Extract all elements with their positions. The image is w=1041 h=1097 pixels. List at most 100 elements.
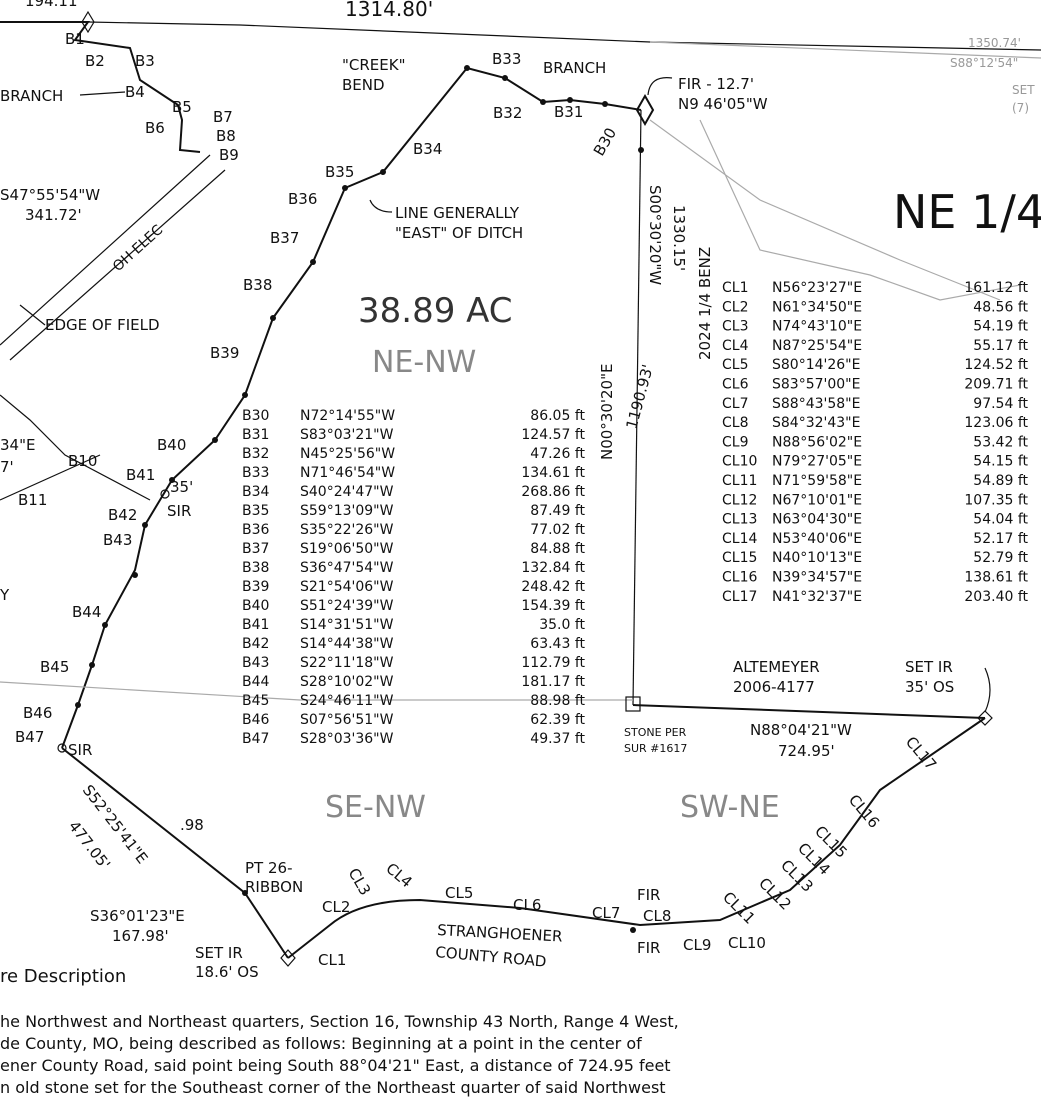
point-label: B9 [219,146,239,164]
set-ir-south-offset-label: 18.6' OS [195,963,259,981]
table-row-id: B32 [242,446,269,462]
boundary-point-dot [567,97,573,103]
set-ir-offset-label: 35' OS [905,678,954,696]
table-row-id: CL3 [722,319,748,335]
table-row-bearing: S21°54'06"W [300,579,394,595]
road-centerline-label: CL3 [345,865,375,899]
table-row-distance: 63.43 ft [530,636,585,652]
table-row-id: B44 [242,674,270,690]
point-label: B36 [288,190,317,208]
quadrant-ne-nw: NE-NW [372,345,476,380]
table-row-distance: 123.06 ft [964,415,1028,431]
fir-label-road-south: FIR [637,939,660,957]
sir-label: SIR [167,502,191,520]
stone-survey-label: SUR #1617 [624,742,687,755]
table-row-bearing: S36°47'54"W [300,560,394,576]
left-fragment: Y [0,586,10,604]
fir-label: FIR - 12.7' [678,75,754,93]
table-row-bearing: N72°14'55"W [300,408,395,424]
table-row-bearing: S07°56'51"W [300,712,394,728]
table-row-bearing: S83°03'21"W [300,427,394,443]
table-row-id: B46 [242,712,270,728]
table-row-id: CL10 [722,454,757,470]
south-distance-label: 724.95' [778,742,835,760]
south-line [632,704,986,719]
edge-of-field-label: EDGE OF FIELD [45,316,160,334]
table-row-id: B30 [242,408,269,424]
table-row-bearing: S40°24'47"W [300,484,394,500]
point-label: B4 [125,83,145,101]
south-bearing-label: N88°04'21"W [750,721,852,739]
boundary-point-dot [464,65,470,71]
vertical-distance-label: 1330.15' [670,205,688,271]
fir-leader [647,77,673,96]
point-label-b11: B11 [18,491,47,509]
table-row-bearing: S80°14'26"E [772,357,860,373]
table-row-distance: 248.42 ft [521,579,585,595]
table-row-distance: 132.84 ft [521,560,585,576]
table-row-bearing: N71°59'58"E [772,473,862,489]
table-row-bearing: S51°24'39"W [300,598,394,614]
table-row-distance: 138.61 ft [964,570,1028,586]
edge-of-field-leader [19,304,46,326]
creek-bend-label: "CREEK" [342,56,406,74]
point-label: B7 [213,108,233,126]
table-row-distance: 107.35 ft [964,492,1028,508]
boundary-creek [61,66,642,749]
sir-label-2: SIR [68,741,92,759]
table-row-id: B41 [242,617,269,633]
fir-marker [635,93,655,127]
road-centerline-label: CL9 [683,936,711,954]
table-row-distance: 47.26 ft [530,446,585,462]
description-line-4: n old stone set for the Southeast corner… [0,1078,666,1097]
table-row-id: B34 [242,484,270,500]
table-row-id: CL5 [722,357,748,373]
altemeyer-doc-label: 2006-4177 [733,678,815,696]
point-label: B39 [210,344,239,362]
table-row-bearing: S14°31'51"W [300,617,394,633]
road-centerline-label: CL10 [728,934,766,952]
point-label-b10: B10 [68,452,97,470]
table-row-distance: 54.19 ft [973,319,1028,335]
inner-bearing-label: N00°30'20"E [598,364,616,460]
road-centerline [287,717,986,959]
table-row-id: CL2 [722,299,748,315]
acreage-label: 38.89 AC [358,291,513,331]
small-note-label: .98 [180,816,204,834]
table-row-bearing: S24°46'11"W [300,693,394,709]
point-label: B33 [492,50,521,68]
table-row-id: B40 [242,598,269,614]
set-sub-label: (7) [1012,101,1029,115]
quadrant-se-nw: SE-NW [325,790,426,825]
boundary-points [75,65,644,933]
table-row-id: B31 [242,427,269,443]
table-row-bearing: N56°23'27"E [772,280,862,296]
point-label: B40 [157,436,186,454]
section-label: NE 1/4 [893,185,1041,239]
point-label: B44 [72,603,101,621]
table-row-bearing: S59°13'09"W [300,503,394,519]
table-row-id: CL16 [722,570,757,586]
sir-marker [160,489,170,499]
point-label: B43 [103,531,132,549]
boundary-point-dot [75,702,81,708]
point-label: B46 [23,704,52,722]
table-row-distance: 54.15 ft [973,454,1028,470]
boundary-b1-b9 [0,21,201,153]
table-row-distance: 154.39 ft [521,598,585,614]
table-row-distance: 77.02 ft [530,522,585,538]
table-row-distance: 124.57 ft [521,427,585,443]
road-centerline-label: CL5 [445,884,473,902]
table-row-id: CL6 [722,377,749,393]
table-row-bearing: N74°43'10"E [772,319,862,335]
table-row-distance: 97.54 ft [973,396,1028,412]
branch-leader [79,91,126,96]
oh-elec-line-2 [9,169,226,361]
left-distance-fragment: 7' [0,458,14,476]
boundary-point-dot [638,147,644,153]
quarter-line [632,109,642,706]
table-row-id: B36 [242,522,270,538]
branch-label-left: BRANCH [0,87,63,105]
